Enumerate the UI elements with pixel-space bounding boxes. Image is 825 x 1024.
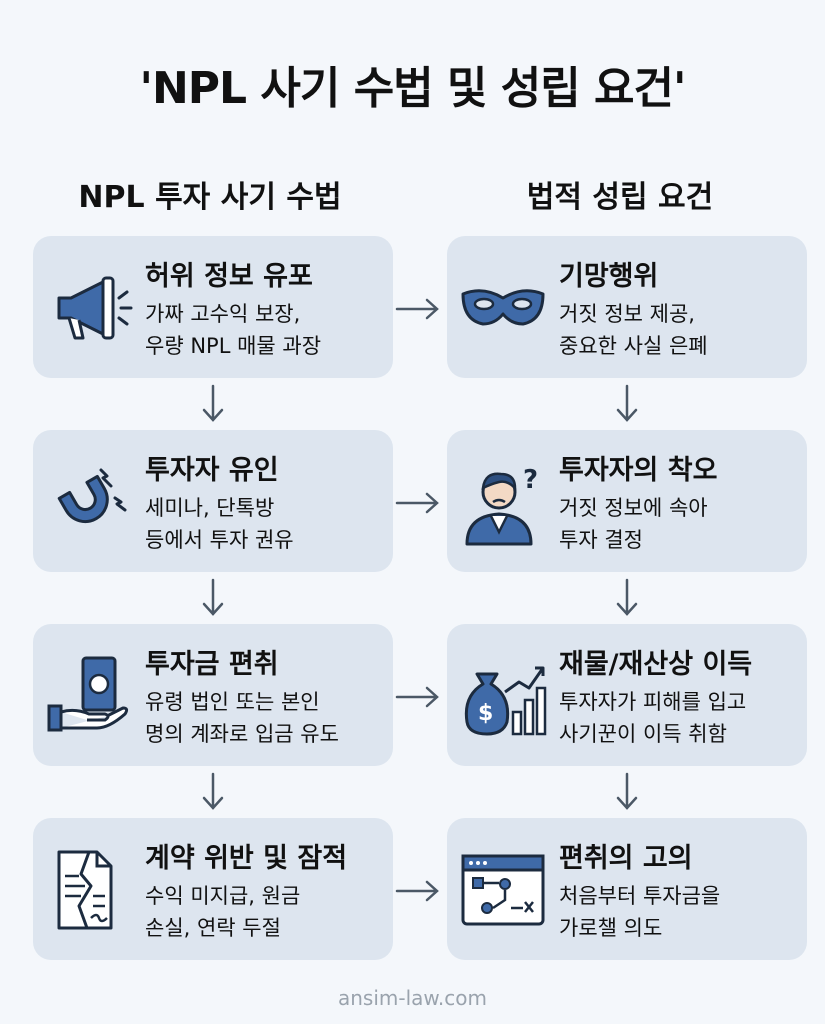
down-arrow-icon bbox=[615, 384, 639, 424]
confused-person-icon: ? bbox=[459, 458, 547, 546]
card-title: 허위 정보 유포 bbox=[145, 261, 313, 292]
card-title: 투자자 유인 bbox=[145, 455, 279, 486]
hand-money-icon bbox=[45, 652, 133, 740]
svg-text:?: ? bbox=[523, 465, 538, 495]
right-arrow-icon bbox=[395, 491, 441, 515]
magnet-icon bbox=[45, 458, 133, 546]
torn-contract-icon bbox=[45, 846, 133, 934]
card-title: 투자자의 착오 bbox=[559, 455, 718, 486]
svg-text:$: $ bbox=[478, 701, 493, 726]
mask-icon bbox=[459, 264, 547, 352]
left-card-false-info: 허위 정보 유포 가짜 고수익 보장,우량 NPL 매물 과장 bbox=[33, 236, 393, 378]
down-arrow-icon bbox=[201, 578, 225, 618]
down-arrow-icon bbox=[615, 578, 639, 618]
down-arrow-icon bbox=[615, 772, 639, 812]
money-bag-chart-icon: $ bbox=[459, 652, 547, 740]
left-column-heading: NPL 투자 사기 수법 bbox=[78, 180, 342, 215]
card-description: 거짓 정보 제공,중요한 사실 은폐 bbox=[559, 302, 708, 358]
down-arrow-icon bbox=[201, 384, 225, 424]
card-title: 기망행위 bbox=[559, 261, 659, 292]
page-title: 'NPL 사기 수법 및 성립 요건' bbox=[139, 63, 687, 114]
right-arrow-icon bbox=[395, 297, 441, 321]
card-title: 재물/재산상 이득 bbox=[559, 649, 753, 680]
right-arrow-icon bbox=[395, 879, 441, 903]
flowchart-window-icon bbox=[459, 846, 547, 934]
footer-website: ansim-law.com bbox=[337, 986, 487, 1010]
down-arrow-icon bbox=[201, 772, 225, 812]
card-title: 계약 위반 및 잠적 bbox=[145, 843, 348, 874]
card-title: 편취의 고의 bbox=[559, 843, 693, 874]
card-title: 투자금 편취 bbox=[145, 649, 279, 680]
right-arrow-icon bbox=[395, 685, 441, 709]
megaphone-icon bbox=[45, 264, 133, 352]
right-card-deception: 기망행위 거짓 정보 제공,중요한 사실 은폐 bbox=[447, 236, 807, 378]
card-description: 가짜 고수익 보장,우량 NPL 매물 과장 bbox=[145, 302, 322, 358]
right-column-heading: 법적 성립 요건 bbox=[526, 180, 714, 215]
